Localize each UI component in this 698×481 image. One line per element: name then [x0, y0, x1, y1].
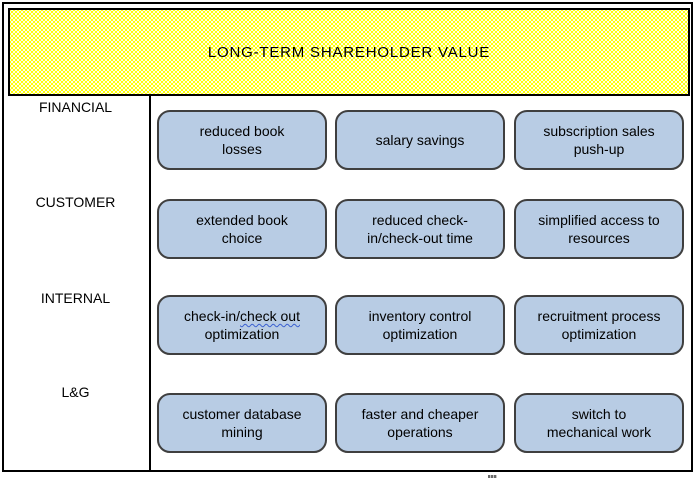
- box-reduced-checkin-checkout-time: reduced check- in/check-out time: [335, 199, 505, 259]
- page-title: LONG-TERM SHAREHOLDER VALUE: [207, 43, 491, 61]
- box-text-line: inventory control: [368, 308, 472, 324]
- box-text-line: push-up: [573, 141, 625, 157]
- box-text-line: subscription sales: [543, 123, 655, 139]
- box-text-line: salary savings: [375, 132, 465, 148]
- box-text-line: mining: [221, 424, 263, 440]
- box-faster-and-cheaper-operations: faster and cheaper operations: [335, 393, 505, 453]
- box-text-line: choice: [221, 230, 263, 246]
- perspective-label-financial: FINANCIAL: [38, 99, 113, 115]
- perspective-label-lg: L&G: [61, 384, 90, 400]
- box-text-line: reduced check-: [372, 212, 468, 228]
- box-text-line: faster and cheaper: [361, 406, 479, 422]
- box-recruitment-process-optimization: recruitment process optimization: [514, 295, 684, 355]
- box-switch-to-mechanical-work: switch to mechanical work: [514, 393, 684, 453]
- box-text-line: switch to: [571, 406, 627, 422]
- box-inventory-control-optimization: inventory control optimization: [335, 295, 505, 355]
- outer-border: [2, 2, 693, 472]
- box-text-line: resources: [568, 230, 630, 246]
- box-text-line: optimization: [561, 326, 637, 342]
- box-subscription-sales-push-up: subscription sales push-up: [514, 110, 684, 170]
- box-text-line: extended book: [196, 212, 288, 228]
- box-text-line: simplified access to: [538, 212, 660, 228]
- box-text-segment: check-in/: [184, 308, 241, 324]
- box-text-line: recruitment process: [537, 308, 661, 324]
- box-text-line: optimization: [204, 326, 280, 342]
- box-customer-database-mining: customer database mining: [157, 393, 327, 453]
- header-banner: LONG-TERM SHAREHOLDER VALUE: [8, 8, 690, 96]
- box-salary-savings: salary savings: [335, 110, 505, 170]
- perspective-label-internal: INTERNAL: [40, 290, 111, 306]
- box-extended-book-choice: extended book choice: [157, 199, 327, 259]
- box-text-line: check-in/check out: [184, 307, 300, 325]
- perspective-label-customer: CUSTOMER: [35, 194, 116, 210]
- stray-mark-artifact: [488, 475, 497, 478]
- box-text-line: customer database: [182, 406, 302, 422]
- box-simplified-access-to-resources: simplified access to resources: [514, 199, 684, 259]
- column-divider-line: [149, 96, 151, 470]
- box-text-line: in/check-out time: [367, 230, 473, 246]
- box-reduced-book-losses: reduced book losses: [157, 110, 327, 170]
- box-checkin-checkout-optimization: check-in/check out optimization: [157, 295, 327, 355]
- box-text-line: operations: [387, 424, 453, 440]
- box-text-line: optimization: [382, 326, 458, 342]
- box-text-line: mechanical work: [546, 424, 652, 440]
- box-text-line: reduced book: [199, 123, 285, 139]
- box-text-line: losses: [222, 141, 262, 157]
- spellcheck-flagged-text: check out: [240, 308, 300, 324]
